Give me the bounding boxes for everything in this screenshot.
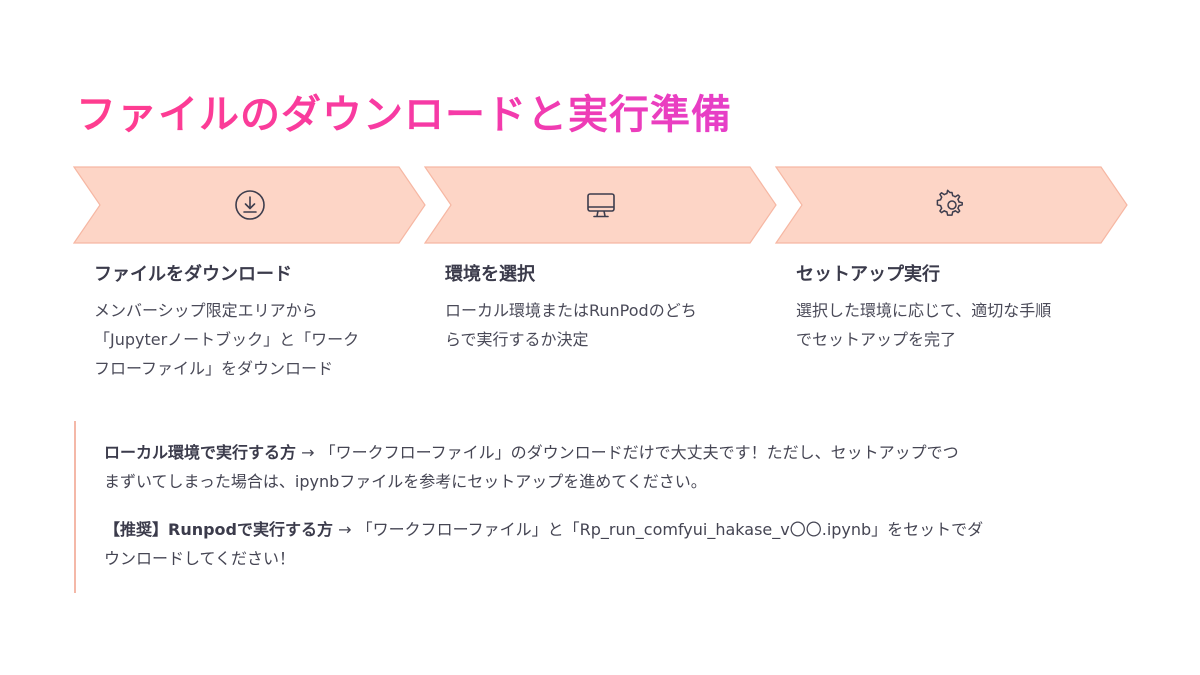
note-runpod-text-cont: ウンロードしてください！ <box>104 549 296 568</box>
step-chevron-1 <box>73 166 427 244</box>
monitor-icon <box>584 188 618 222</box>
step-desc-line: ローカル環境またはRunPodのどち <box>445 301 697 320</box>
note-local-text: → 「ワークフローファイル」のダウンロードだけで大丈夫です！ただし、セットアップ… <box>296 443 959 462</box>
download-icon <box>233 188 267 222</box>
step-desc-line: メンバーシップ限定エリアから <box>94 301 318 320</box>
step-chevron-3 <box>775 166 1129 244</box>
process-steps: ファイルをダウンロード メンバーシップ限定エリアから 「Jupyterノートブッ… <box>73 166 1129 383</box>
note-runpod-label: 【推奨】Runpodで実行する方 <box>104 520 334 539</box>
note-box: ローカル環境で実行する方 → 「ワークフローファイル」のダウンロードだけで大丈夫… <box>74 421 1136 593</box>
step-desc-line: 選択した環境に応じて、適切な手順 <box>796 301 1052 320</box>
step-desc-line: らで実行するか決定 <box>445 330 589 349</box>
note-local-text-cont: まずいてしまった場合は、ipynbファイルを参考にセットアップを進めてください。 <box>104 472 707 491</box>
step-desc-line: 「Jupyterノートブック」と「ワーク <box>94 330 360 349</box>
step-desc-line: でセットアップを完了 <box>796 330 957 349</box>
step-chevron-2 <box>424 166 778 244</box>
gear-icon <box>935 188 969 222</box>
page-title: ファイルのダウンロードと実行準備 <box>76 82 732 140</box>
step-desc-1: メンバーシップ限定エリアから 「Jupyterノートブック」と「ワーク フローフ… <box>94 296 414 383</box>
step-title-2: 環境を選択 <box>445 264 535 285</box>
note-runpod-text: → 「ワークフローファイル」と「Rp_run_comfyui_hakase_v〇… <box>333 520 984 539</box>
note-local-label: ローカル環境で実行する方 <box>104 443 297 462</box>
note-runpod: 【推奨】Runpodで実行する方 → 「ワークフローファイル」と「Rp_run_… <box>104 515 1124 573</box>
step-title-1: ファイルをダウンロード <box>94 264 292 285</box>
step-desc-line: フローファイル」をダウンロード <box>94 359 334 378</box>
step-title-3: セットアップ実行 <box>796 264 940 285</box>
step-desc-2: ローカル環境またはRunPodのどち らで実行するか決定 <box>445 296 765 354</box>
step-desc-3: 選択した環境に応じて、適切な手順 でセットアップを完了 <box>796 296 1116 354</box>
note-local: ローカル環境で実行する方 → 「ワークフローファイル」のダウンロードだけで大丈夫… <box>104 438 1124 496</box>
